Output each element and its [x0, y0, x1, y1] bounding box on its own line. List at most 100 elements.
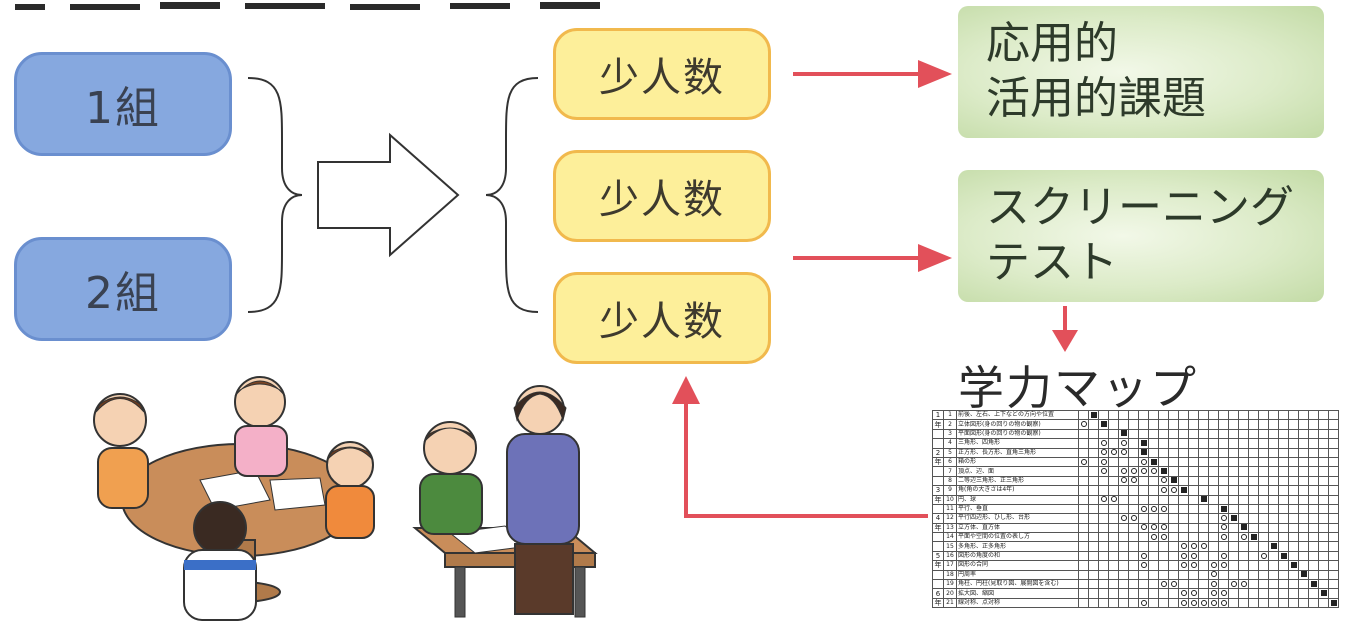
map-cell — [1088, 588, 1099, 599]
map-row-topic: 円周率 — [956, 569, 1079, 581]
map-cell — [1148, 494, 1159, 505]
applied-task-box: 応用的 活用的課題 — [958, 6, 1324, 138]
map-cell — [1248, 428, 1259, 440]
map-cell — [1238, 410, 1249, 421]
map-cell — [1098, 410, 1109, 421]
map-row-number: 19 — [943, 579, 957, 590]
map-cell — [1258, 428, 1269, 440]
map-cell — [1178, 569, 1189, 581]
map-row-topic: 立体図形(身の回りの物の観察) — [956, 419, 1079, 430]
teacher-student-illustration — [412, 385, 598, 618]
map-square-mark — [1310, 580, 1317, 587]
map-cell — [1168, 503, 1179, 515]
map-cell — [1218, 550, 1229, 562]
map-cell — [1208, 597, 1219, 609]
map-circle-mark — [1120, 449, 1127, 456]
map-circle-mark — [1230, 580, 1237, 587]
map-cell — [1268, 522, 1279, 534]
map-cell — [1288, 475, 1299, 487]
map-circle-mark — [1220, 561, 1227, 568]
map-cell — [1218, 438, 1229, 449]
map-cell — [1308, 485, 1319, 496]
map-circle-mark — [1130, 468, 1137, 475]
map-cell — [1118, 588, 1129, 599]
map-cell — [1178, 579, 1189, 590]
map-circle-mark — [1110, 496, 1117, 503]
map-cell — [1268, 513, 1279, 524]
map-square-mark — [1100, 421, 1107, 428]
map-cell — [1208, 569, 1219, 581]
map-cell — [1288, 579, 1299, 590]
map-circle-mark — [1100, 439, 1107, 446]
map-cell — [1248, 438, 1259, 449]
applied-task-line-2: 活用的課題 — [986, 73, 1206, 124]
map-cell — [1228, 541, 1239, 552]
map-cell — [1268, 447, 1279, 458]
map-cell — [1208, 475, 1219, 487]
map-cell — [1248, 447, 1259, 458]
map-cell — [1268, 438, 1279, 449]
map-square-mark — [1250, 533, 1257, 540]
map-cell — [1308, 466, 1319, 477]
map-cell — [1238, 456, 1249, 468]
map-cell — [1138, 569, 1149, 581]
map-circle-mark — [1220, 524, 1227, 531]
map-cell — [1198, 419, 1209, 430]
map-row-year: 5 — [932, 550, 944, 562]
map-row-topic: 立方体、直方体 — [956, 522, 1079, 534]
map-cell — [1138, 550, 1149, 562]
map-square-mark — [1160, 468, 1167, 475]
map-cell — [1108, 532, 1119, 543]
map-cell — [1198, 410, 1209, 421]
map-circle-mark — [1240, 580, 1247, 587]
map-cell — [1318, 588, 1329, 599]
map-cell — [1168, 532, 1179, 543]
map-cell — [1268, 503, 1279, 515]
map-cell — [1258, 522, 1269, 534]
map-cell — [1248, 550, 1259, 562]
map-cell — [1228, 579, 1239, 590]
map-cell — [1178, 428, 1189, 440]
map-row-number: 13 — [943, 522, 957, 534]
map-cell — [1198, 513, 1209, 524]
applied-task-line-1: 応用的 — [986, 18, 1118, 69]
map-cell — [1078, 419, 1089, 430]
map-row-number: 2 — [943, 419, 957, 430]
map-cell — [1258, 503, 1269, 515]
map-cell — [1308, 541, 1319, 552]
map-cell — [1318, 410, 1329, 421]
map-cell — [1228, 438, 1239, 449]
map-cell — [1188, 456, 1199, 468]
map-cell — [1168, 410, 1179, 421]
map-row-topic: 二等辺三角形、正三角形 — [956, 475, 1079, 487]
map-cell — [1168, 485, 1179, 496]
class-2-label: 2組 — [85, 268, 161, 319]
map-cell — [1288, 541, 1299, 552]
map-cell — [1278, 550, 1289, 562]
map-cell — [1128, 532, 1139, 543]
map-row-topic: 拡大図、縮図 — [956, 588, 1079, 599]
map-cell — [1208, 428, 1219, 440]
map-cell — [1218, 560, 1229, 571]
map-cell — [1088, 447, 1099, 458]
map-cell — [1218, 428, 1229, 440]
map-cell — [1318, 494, 1329, 505]
map-circle-mark — [1120, 439, 1127, 446]
map-cell — [1288, 419, 1299, 430]
arrow-down-head — [1052, 330, 1078, 352]
map-cell — [1278, 447, 1289, 458]
map-circle-mark — [1080, 458, 1087, 465]
map-cell — [1108, 485, 1119, 496]
map-cell — [1308, 569, 1319, 581]
map-cell — [1148, 513, 1159, 524]
map-cell — [1158, 550, 1169, 562]
map-circle-mark — [1260, 552, 1267, 559]
map-square-mark — [1330, 599, 1337, 606]
map-cell — [1188, 438, 1199, 449]
map-circle-mark — [1160, 524, 1167, 531]
map-cell — [1308, 494, 1319, 505]
map-cell — [1108, 410, 1119, 421]
map-cell — [1188, 419, 1199, 430]
